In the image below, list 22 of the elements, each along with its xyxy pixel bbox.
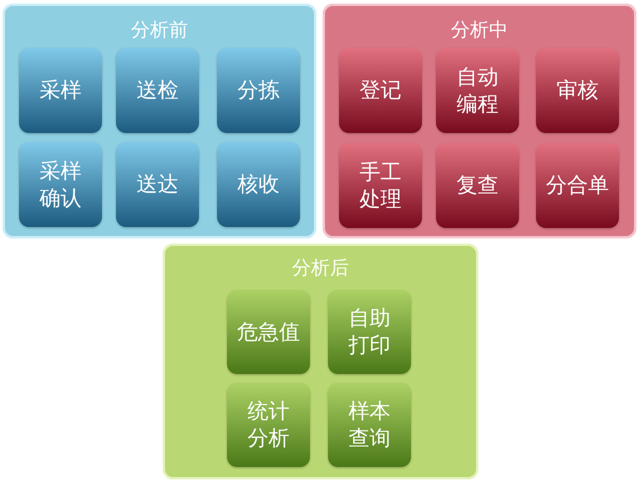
step-tile: 自动编程 <box>436 48 519 133</box>
panel-title: 分析中 <box>451 19 508 41</box>
group-panel <box>3 4 316 238</box>
step-tile: 采样 <box>19 48 102 133</box>
group-panel <box>323 4 636 238</box>
step-tile: 送达 <box>116 142 199 227</box>
step-tile: 登记 <box>339 48 422 133</box>
step-tile: 分拣 <box>217 48 300 133</box>
step-tile: 复查 <box>436 143 519 228</box>
step-tile: 核收 <box>217 142 300 227</box>
step-tile: 分合单 <box>536 143 619 228</box>
panel-title: 分析后 <box>292 257 349 279</box>
step-tile: 手工处理 <box>339 143 422 228</box>
step-tile: 自助打印 <box>328 290 411 374</box>
step-tile: 危急值 <box>227 290 310 374</box>
step-tile: 采样确认 <box>19 142 102 227</box>
step-tile: 审核 <box>536 48 619 133</box>
step-tile: 样本查询 <box>328 383 411 467</box>
group-panel <box>163 244 478 479</box>
step-tile: 统计分析 <box>227 383 310 467</box>
panel-title: 分析前 <box>131 19 188 41</box>
step-tile: 送检 <box>116 48 199 133</box>
